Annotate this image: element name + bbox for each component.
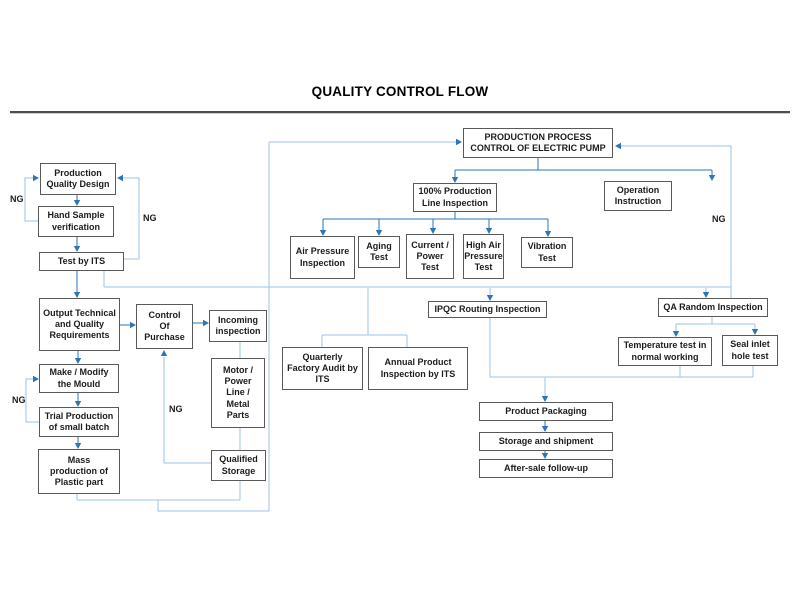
node-100-production-line-inspection: 100% Production Line Inspection (413, 183, 497, 212)
node-output-requirements: Output Technical and Quality Requirement… (39, 298, 120, 351)
node-product-packaging: Product Packaging (479, 402, 613, 421)
node-quarterly-factory-audit: Quarterly Factory Audit by ITS (282, 347, 363, 390)
page-title: QUALITY CONTROL FLOW (311, 84, 489, 99)
node-after-sale-follow-up: After-sale follow-up (479, 459, 613, 478)
node-trial-production: Trial Production of small batch (39, 407, 119, 437)
ng-label-its-loop: NG (143, 213, 157, 223)
node-current-power-test: Current / Power Test (406, 234, 454, 279)
node-incoming-inspection: Incoming inspection (209, 310, 267, 342)
node-mass-production: Mass production of Plastic part (38, 449, 120, 494)
node-air-pressure-inspection: Air Pressure Inspection (290, 236, 355, 279)
node-annual-product-inspection: Annual Product Inspection by ITS (368, 347, 468, 390)
node-test-by-its: Test by ITS (39, 252, 124, 271)
title-divider (10, 111, 790, 114)
node-aging-test: Aging Test (358, 236, 400, 268)
node-production-quality-design: Production Quality Design (40, 163, 116, 195)
node-hand-sample-verification: Hand Sample verification (38, 206, 114, 237)
node-high-air-pressure-test: High Air Pressure Test (463, 234, 504, 279)
node-make-modify-mould: Make / Modify the Mould (39, 364, 119, 393)
node-control-of-purchase: Control Of Purchase (136, 304, 193, 349)
node-production-process-control: PRODUCTION PROCESS CONTROL OF ELECTRIC P… (463, 128, 613, 158)
node-qualified-storage: Qualified Storage (211, 450, 266, 481)
node-motor-power-line-metal-parts: Motor / Power Line / Metal Parts (211, 358, 265, 428)
ng-label-mould-loop: NG (12, 395, 26, 405)
ng-label-design-loop: NG (10, 194, 24, 204)
node-ipqc-routing-inspection: IPQC Routing Inspection (428, 301, 547, 318)
node-operation-instruction: Operation Instruction (604, 181, 672, 211)
node-vibration-test: Vibration Test (521, 237, 573, 268)
node-production-process-line2: CONTROL OF ELECTRIC PUMP (470, 143, 606, 153)
node-temperature-test: Temperature test in normal working (618, 337, 712, 366)
node-production-process-line1: PRODUCTION PROCESS (484, 131, 592, 142)
node-qa-random-inspection: QA Random Inspection (658, 298, 768, 317)
node-storage-and-shipment: Storage and shipment (479, 432, 613, 451)
ng-label-purchase-loop: NG (169, 404, 183, 414)
ng-label-process-loop: NG (712, 214, 726, 224)
node-seal-inlet-hole-test: Seal inlet hole test (722, 335, 778, 366)
